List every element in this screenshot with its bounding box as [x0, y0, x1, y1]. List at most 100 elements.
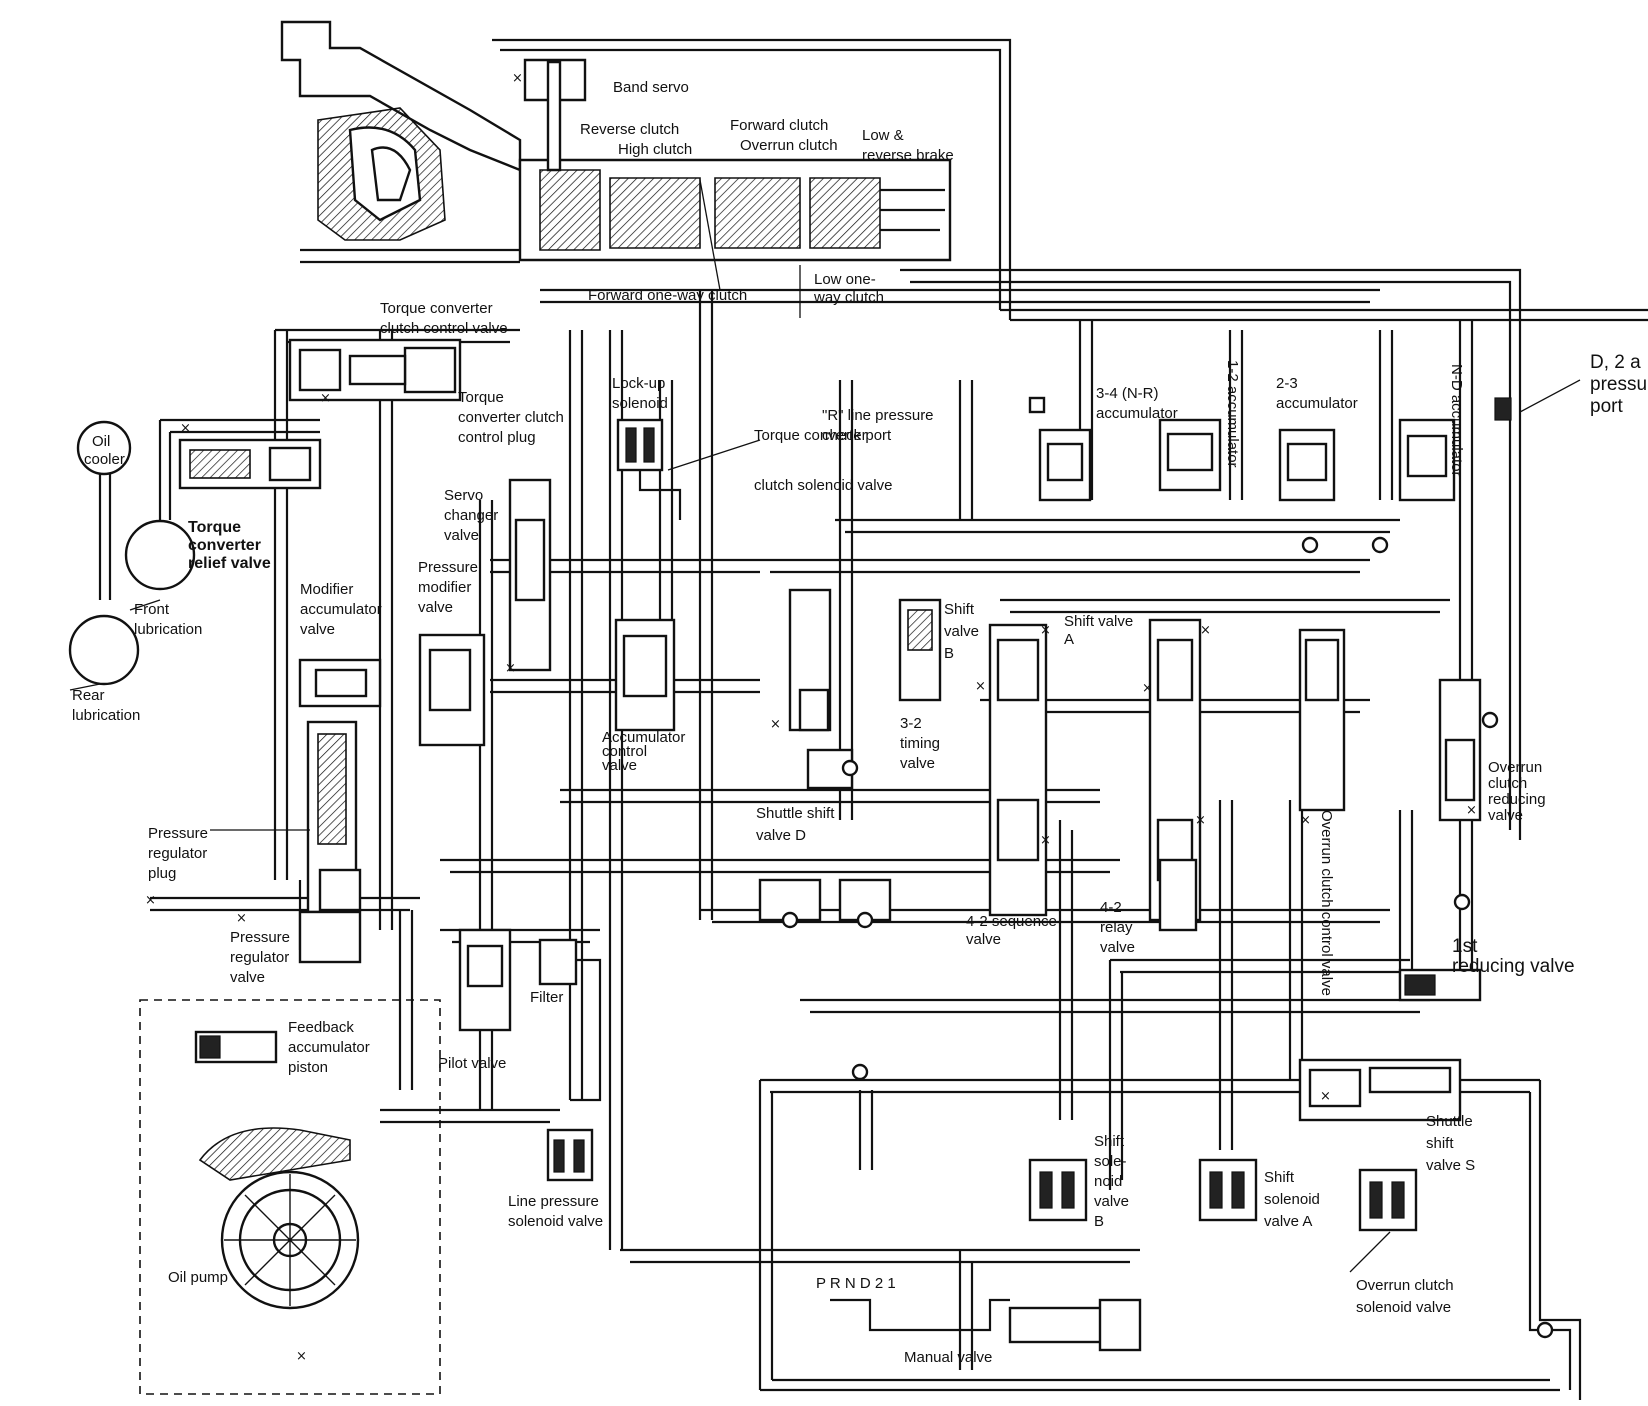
- label-shift-solenoid-b-3: noid: [1094, 1173, 1122, 1190]
- exhaust-mark: ×: [1200, 623, 1211, 638]
- label-low-reverse-brake-2: reverse brake: [862, 147, 954, 164]
- exhaust-mark: ×: [320, 391, 331, 406]
- exhaust-mark: ×: [180, 421, 191, 436]
- sequence-valve-42[interactable]: [758, 878, 892, 929]
- exhaust-mark: ×: [1040, 833, 1051, 848]
- label-overrun-clutch: Overrun clutch: [740, 137, 838, 154]
- manual-valve[interactable]: [830, 1298, 1142, 1352]
- label-rear-lubrication-1: Rear: [72, 687, 105, 704]
- accumulator-23[interactable]: [1278, 428, 1336, 502]
- labels: Band servo Reverse clutch High clutch Fo…: [72, 79, 1647, 1366]
- label-overrun-reducing-valve-1: Overrun: [1488, 759, 1542, 776]
- shift-valve-b[interactable]: [898, 598, 942, 702]
- modifier-accumulator-valve[interactable]: [298, 658, 382, 708]
- exhaust-mark: ×: [1195, 813, 1206, 828]
- label-pressure-regulator-valve-1: Pressure: [230, 929, 290, 946]
- oil-pump[interactable]: [198, 1127, 360, 1310]
- label-low-one-way-clutch-2: way clutch: [813, 289, 884, 306]
- first-reducing-valve[interactable]: [1398, 968, 1482, 1002]
- label-modifier-accumulator-valve-2: accumulator: [300, 601, 382, 618]
- feedback-accumulator-piston[interactable]: [194, 1030, 278, 1064]
- tc-relief-valve[interactable]: [178, 438, 322, 490]
- label-shift-solenoid-a-1: Shift: [1264, 1169, 1295, 1186]
- exhaust-mark: ×: [505, 661, 516, 676]
- d2-pressure-port[interactable]: [1494, 397, 1512, 421]
- label-tcc-control-plug-2: converter clutch: [458, 409, 564, 426]
- check-ball-3: [1301, 536, 1319, 554]
- label-pilot-valve: Pilot valve: [438, 1055, 506, 1072]
- label-relay-valve-42-2: relay: [1100, 919, 1133, 936]
- label-accumulator-23-1: 2-3: [1276, 375, 1298, 392]
- label-accumulator-control-valve-2: control: [602, 743, 647, 760]
- label-filter: Filter: [530, 989, 563, 1006]
- label-shift-valve-a-1: Shift valve: [1064, 613, 1133, 630]
- label-shuttle-shift-valve-d-2: valve D: [756, 827, 806, 844]
- label-tc-relief-valve-1: Torque: [188, 519, 241, 536]
- relay-valve-42[interactable]: [1158, 858, 1198, 932]
- label-pressure-port-1: D, 2 a: [1590, 352, 1641, 373]
- label-timing-valve-32-3: valve: [900, 755, 935, 772]
- label-oil-cooler-2: cooler: [84, 451, 125, 468]
- lockup-solenoid[interactable]: [616, 418, 682, 520]
- label-lockup-solenoid-2: solenoid: [612, 395, 668, 412]
- nd-accumulator[interactable]: [1398, 418, 1456, 502]
- label-shift-valve-b-1: Shift: [944, 601, 975, 618]
- label-lockup-solenoid-1: Lock-up: [612, 375, 665, 392]
- check-ball-7: [1536, 1321, 1554, 1339]
- pressure-modifier-valve[interactable]: [418, 633, 486, 747]
- label-overrun-reducing-valve-3: reducing: [1488, 791, 1546, 808]
- label-band-servo: Band servo: [613, 79, 689, 96]
- oil-cooler[interactable]: [76, 420, 132, 476]
- label-shift-solenoid-a-2: solenoid: [1264, 1191, 1320, 1208]
- accumulator-12[interactable]: [1158, 418, 1222, 492]
- pilot-valve[interactable]: [458, 928, 512, 1032]
- overrun-clutch-solenoid-valve[interactable]: [1358, 1168, 1418, 1232]
- label-forward-one-way-clutch: Forward one-way clutch: [588, 287, 747, 304]
- exhaust-mark: ×: [1466, 803, 1477, 818]
- accumulator-control-valve[interactable]: [614, 618, 676, 732]
- label-overrun-solenoid-1: Overrun clutch: [1356, 1277, 1454, 1294]
- label-accumulator-12: 1-2 accumulator: [1224, 360, 1241, 468]
- label-forward-clutch: Forward clutch: [730, 117, 828, 134]
- label-shuttle-shift-s-2: shift: [1426, 1135, 1454, 1152]
- label-shift-solenoid-b-1: Shift: [1094, 1133, 1125, 1150]
- check-ball-4: [1371, 536, 1389, 554]
- label-accumulator-control-valve-3: valve: [602, 757, 637, 774]
- line-pressure-solenoid-valve[interactable]: [546, 1128, 594, 1182]
- label-pressure-port-3: port: [1590, 396, 1623, 417]
- exhaust-mark: ×: [236, 911, 247, 926]
- label-feedback-piston-2: accumulator: [288, 1039, 370, 1056]
- shuttle-shift-valve-s[interactable]: [1298, 1058, 1462, 1122]
- pressure-regulator-assembly[interactable]: [298, 720, 362, 964]
- shift-solenoid-valve-a[interactable]: [1198, 1158, 1258, 1222]
- label-tcc-control-valve-2: clutch control valve: [380, 320, 508, 337]
- label-shift-solenoid-a-3: valve A: [1264, 1213, 1312, 1230]
- label-nd-accumulator: N-D accumulator: [1448, 364, 1465, 477]
- accumulator-34[interactable]: [1038, 428, 1092, 502]
- shuttle-shift-valve-d[interactable]: [788, 588, 854, 790]
- filter[interactable]: [538, 938, 578, 986]
- tcc-control-valve[interactable]: [288, 338, 462, 402]
- label-r-check-port-2: check port: [822, 427, 892, 444]
- label-first-reducing-valve-2: reducing valve: [1452, 956, 1575, 977]
- label-pressure-modifier-valve-3: valve: [418, 599, 453, 616]
- exhaust-mark: ×: [1320, 1089, 1331, 1104]
- label-reverse-clutch: Reverse clutch: [580, 121, 679, 138]
- overrun-clutch-reducing-valve[interactable]: [1438, 678, 1482, 822]
- r-check-port[interactable]: [1028, 396, 1046, 414]
- label-shuttle-shift-s-1: Shuttle: [1426, 1113, 1473, 1130]
- shift-solenoid-valve-b[interactable]: [1028, 1158, 1088, 1222]
- label-accumulator-34-2: accumulator: [1096, 405, 1178, 422]
- check-ball-6: [1453, 893, 1471, 911]
- label-low-one-way-clutch-1: Low one-: [814, 271, 876, 288]
- exhaust-mark: ×: [145, 893, 156, 908]
- shift-valve-b-body[interactable]: [988, 623, 1048, 917]
- label-tc-relief-valve-3: relief valve: [188, 555, 271, 572]
- label-tcc-control-plug-1: Torque: [458, 389, 504, 406]
- exhaust-mark: ×: [512, 71, 523, 86]
- exhaust-mark: ×: [770, 717, 781, 732]
- overrun-clutch-control-valve[interactable]: [1298, 628, 1346, 812]
- servo-charger-valve[interactable]: [508, 478, 552, 672]
- label-tcc-control-plug-3: control plug: [458, 429, 536, 446]
- exhaust-mark: ×: [975, 679, 986, 694]
